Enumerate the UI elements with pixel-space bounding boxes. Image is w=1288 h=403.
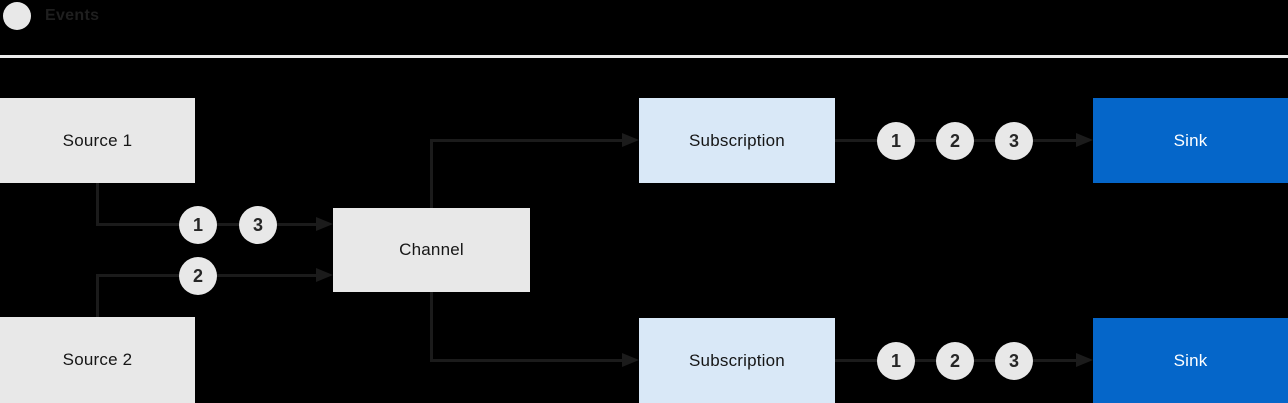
arrowhead-source1-to-channel-icon bbox=[316, 217, 333, 231]
event-circle: 3 bbox=[995, 342, 1033, 380]
connector-source2-vertical bbox=[96, 274, 99, 317]
arrowhead-channel-to-subscription-top-icon bbox=[622, 133, 639, 147]
connector-channel-top-vertical bbox=[430, 139, 433, 208]
source-1-label: Source 1 bbox=[62, 130, 133, 150]
event-circle: 2 bbox=[936, 122, 974, 160]
event-circle: 3 bbox=[239, 206, 277, 244]
events-legend-icon bbox=[3, 2, 31, 30]
sink-top-label: Sink bbox=[1173, 130, 1208, 150]
connector-channel-top-horizontal bbox=[430, 139, 623, 142]
arrowhead-subscription-top-to-sink-icon bbox=[1076, 133, 1093, 147]
connector-channel-bottom-horizontal bbox=[430, 359, 623, 362]
sink-bottom-label: Sink bbox=[1173, 350, 1208, 370]
subscription-top-label: Subscription bbox=[689, 130, 785, 150]
arrowhead-channel-to-subscription-bottom-icon bbox=[622, 353, 639, 367]
events-legend-label: Events bbox=[45, 7, 100, 24]
source-2-label: Source 2 bbox=[62, 350, 133, 369]
channel-label: Channel bbox=[399, 240, 464, 259]
event-circle: 1 bbox=[179, 206, 217, 244]
event-circle: 1 bbox=[877, 342, 915, 380]
connector-channel-bottom-vertical bbox=[430, 292, 433, 361]
subscription-bottom-node: Subscription bbox=[639, 318, 835, 403]
sink-bottom-node: Sink bbox=[1093, 318, 1288, 403]
arrowhead-source2-to-channel-icon bbox=[316, 268, 333, 282]
subscription-bottom-label: Subscription bbox=[689, 350, 785, 370]
subscription-top-node: Subscription bbox=[639, 98, 835, 183]
event-circle: 1 bbox=[877, 122, 915, 160]
source-1-node: Source 1 bbox=[0, 98, 195, 183]
event-circle: 2 bbox=[179, 257, 217, 295]
arrowhead-subscription-bottom-to-sink-icon bbox=[1076, 353, 1093, 367]
legend-divider bbox=[0, 55, 1288, 58]
channel-node: Channel bbox=[333, 208, 530, 292]
event-circle: 2 bbox=[936, 342, 974, 380]
event-circle: 3 bbox=[995, 122, 1033, 160]
connector-source1-vertical bbox=[96, 183, 99, 226]
source-2-node: Source 2 bbox=[0, 317, 195, 403]
sink-top-node: Sink bbox=[1093, 98, 1288, 183]
